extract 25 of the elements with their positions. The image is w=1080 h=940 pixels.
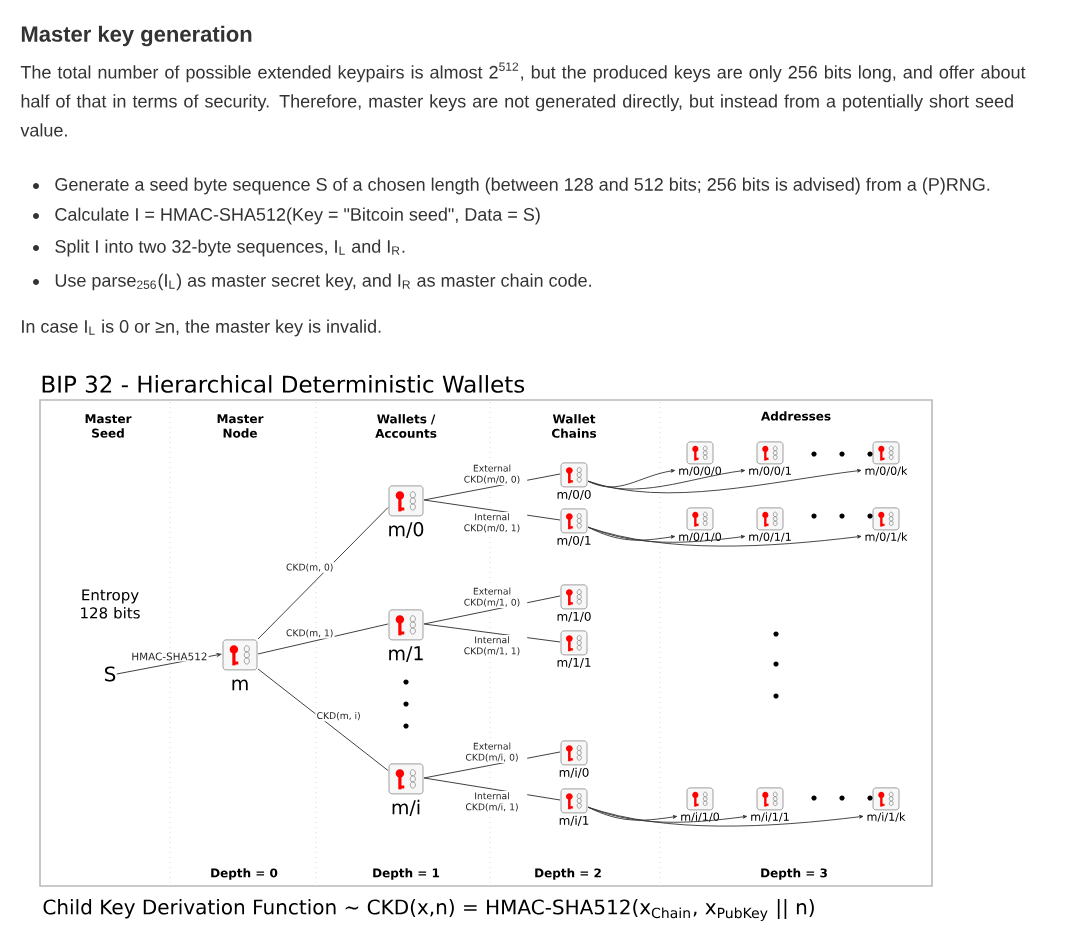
node-label: m/0 [389,522,424,538]
node-label: m/i [392,799,420,816]
caption: Child Key Derivation Function ~ CKD(x,n) = HMAC-SHA512(x$_{Chain}$, x$_{PubKey}$ || n) [43,899,814,921]
paragraph: The total number of possible extended keypairs is almost 2$^{512}$, but the produced keys are only 256 bits long, and offer about half of that in terms of security. Therefore, master keys are not generated directly, but instead from a potentially short seed value. [20,62,1026,137]
arrow [587,806,678,821]
list-item: Calculate I = HMAC-SHA512(Key = "Bitcoin seed", Data = S) [55,207,540,225]
diagram-title: BIP 32 - Hierarchical Deterministic Wallets [42,375,525,393]
connector-line [257,668,389,771]
node-label: m/1 [389,646,423,662]
connector-line [257,623,389,655]
arrow [587,526,676,541]
node-label: S [105,666,116,682]
section-heading: Master key generation [21,25,252,47]
arrow [587,526,862,547]
arrow [587,806,748,823]
node-label: m [232,679,248,691]
arrow [587,468,862,494]
connector-line [257,507,389,640]
arrow [587,526,746,543]
list-item: Split I into two 32-byte sequences, I$_{L}$ and I$_{R}$. [55,239,405,257]
arrow [587,469,676,488]
paragraph: In case I$_{L}$ is 0 or ≥n, the master key is invalid. [22,319,381,337]
arrow [587,806,864,827]
list-item: Generate a seed byte sequence S of a chosen length (between 128 and 512 bits; 256 bits is advised) from a (P)RNG. [55,177,990,195]
list-item: Use parse$_{256}$(I$_{L}$) as master secret key, and I$_{R}$ as master chain code. [55,273,591,291]
